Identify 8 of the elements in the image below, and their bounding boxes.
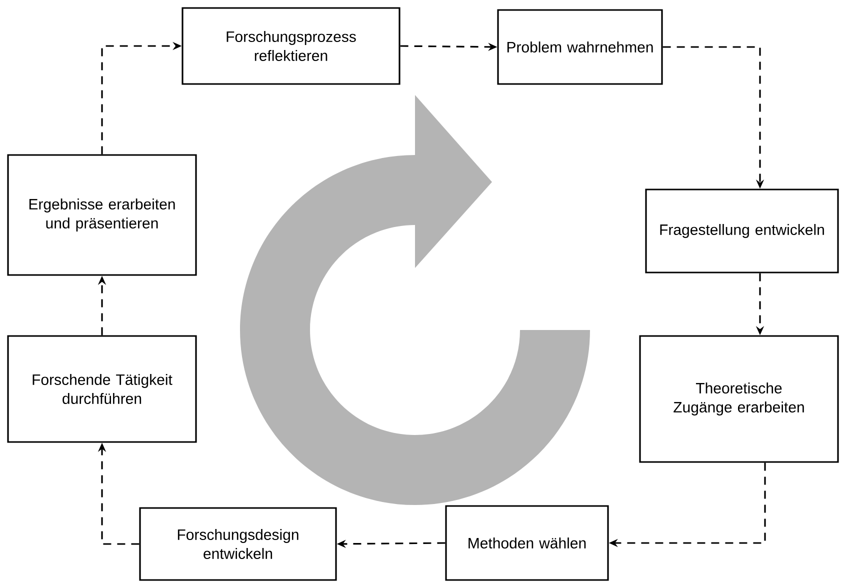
process-box: Problem wahrnehmen bbox=[497, 9, 663, 85]
process-box: Forschende Tätigkeit durchführen bbox=[7, 335, 197, 443]
process-box: Theoretische Zugänge erarbeiten bbox=[639, 335, 839, 463]
process-box: Ergebnisse erarbeiten und präsentieren bbox=[7, 154, 197, 276]
process-box: Forschungsdesign entwickeln bbox=[139, 507, 337, 581]
process-box: Forschungsprozess reflektieren bbox=[182, 7, 400, 85]
process-box: Methoden wählen bbox=[445, 505, 609, 581]
process-box: Fragestellung entwickeln bbox=[645, 188, 839, 274]
